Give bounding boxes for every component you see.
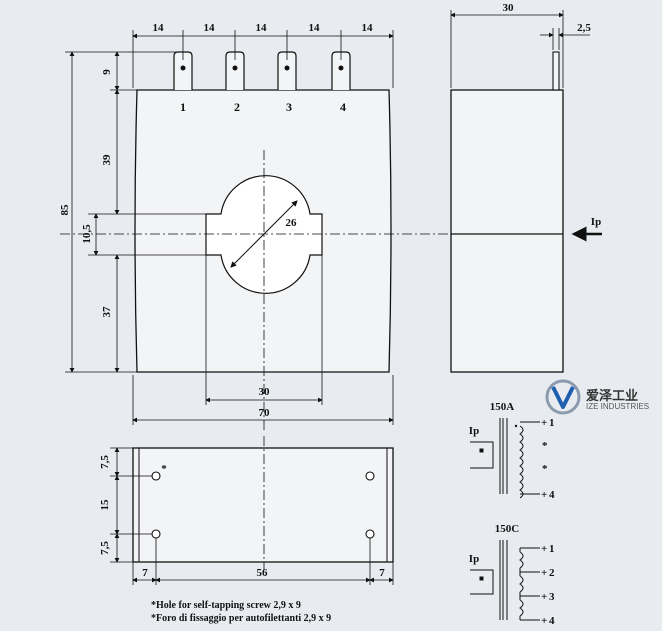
- dim-bottom-1: 7: [142, 567, 148, 579]
- schematic-150a-label-4: 4: [549, 489, 555, 501]
- svg-text:+: +: [541, 543, 547, 555]
- dim-height-window: 10,5: [81, 224, 93, 244]
- dim-body-width: 70: [259, 407, 271, 419]
- dim-side-width: 30: [503, 2, 515, 14]
- terminal-label-1: 1: [180, 100, 186, 114]
- schematic-150a-terminal-1: +: [541, 417, 547, 429]
- current-label-ip: Ip: [591, 216, 601, 228]
- dim-top-2: 14: [204, 22, 216, 34]
- front-view: [60, 30, 562, 432]
- schematic-150c-label-3: 3: [549, 591, 555, 603]
- schematic-150a-title: 150A: [490, 401, 515, 413]
- schematic-150c: [470, 540, 540, 621]
- schematic-150a-terminal-4: +: [541, 489, 547, 501]
- note-english: *Hole for self-tapping screw 2,9 x 9: [151, 600, 301, 611]
- dim-height-upper: 39: [101, 154, 113, 166]
- dim-tab-thickness: 2,5: [577, 22, 591, 34]
- logo-english-text: IZE INDUSTRIES: [586, 402, 649, 411]
- schematic-150a-labels: 150A Ip + 1 + 4 * *: [469, 401, 555, 501]
- dim-top-5: 14: [362, 22, 374, 34]
- side-view: [450, 10, 602, 373]
- schematic-150c-label-4: 4: [549, 615, 555, 627]
- dim-bottom-2: 56: [257, 567, 269, 579]
- schematic-150c-label-1: 1: [549, 543, 555, 555]
- schematic-150c-label-2: 2: [549, 567, 555, 579]
- dim-window-width: 30: [259, 386, 271, 398]
- note-italian: *Foro di fissaggio per autofilettanti 2,…: [151, 613, 331, 624]
- front-view-labels: 14 14 14 14 14 1 2 3 4 85 9 39 10,5 37 2…: [59, 22, 373, 419]
- schematic-150c-title: 150C: [495, 523, 520, 535]
- logo-chinese-text: 爱泽工业: [586, 388, 638, 404]
- hole-marker: *: [161, 463, 167, 475]
- schematic-150a-label-1: 1: [549, 417, 555, 429]
- terminal-label-4: 4: [340, 100, 346, 114]
- schematic-150a-input: Ip: [469, 425, 479, 437]
- side-view-labels: 30 2,5 Ip: [503, 2, 602, 228]
- schematic-150a-star-1: *: [542, 440, 548, 452]
- dim-height-total: 85: [59, 204, 71, 216]
- dim-top-1: 14: [153, 22, 165, 34]
- company-logo: 爱泽工业 IZE INDUSTRIES: [545, 379, 649, 415]
- svg-text:+: +: [541, 615, 547, 627]
- dim-top-4: 14: [309, 22, 321, 34]
- terminal-holes: [180, 65, 344, 71]
- schematic-150c-labels: 150C Ip + 1 + 2 + 3 + 4: [469, 523, 555, 627]
- dim-bottom-left-2: 15: [99, 499, 111, 511]
- terminal-tabs: [173, 51, 351, 90]
- schematic-150a: [470, 418, 540, 499]
- terminal-label-3: 3: [286, 100, 292, 114]
- dim-bottom-3: 7: [379, 567, 385, 579]
- dim-bottom-left-3: 7,5: [99, 541, 111, 555]
- dim-height-lower: 37: [101, 306, 113, 318]
- svg-text:+: +: [541, 591, 547, 603]
- bottom-view: [110, 436, 394, 585]
- schematic-150a-star-2: *: [542, 463, 548, 475]
- notes: *Hole for self-tapping screw 2,9 x 9 *Fo…: [151, 600, 331, 624]
- schematic-150c-input: Ip: [469, 553, 479, 565]
- dim-top-3: 14: [256, 22, 268, 34]
- dim-bottom-left-1: 7,5: [99, 455, 111, 469]
- terminal-label-2: 2: [234, 100, 240, 114]
- dim-height-terminal: 9: [101, 69, 113, 75]
- bottom-view-labels: 7,5 15 7,5 7 56 7 *: [99, 455, 385, 579]
- svg-text:+: +: [541, 567, 547, 579]
- dim-window-diameter: 26: [286, 217, 298, 229]
